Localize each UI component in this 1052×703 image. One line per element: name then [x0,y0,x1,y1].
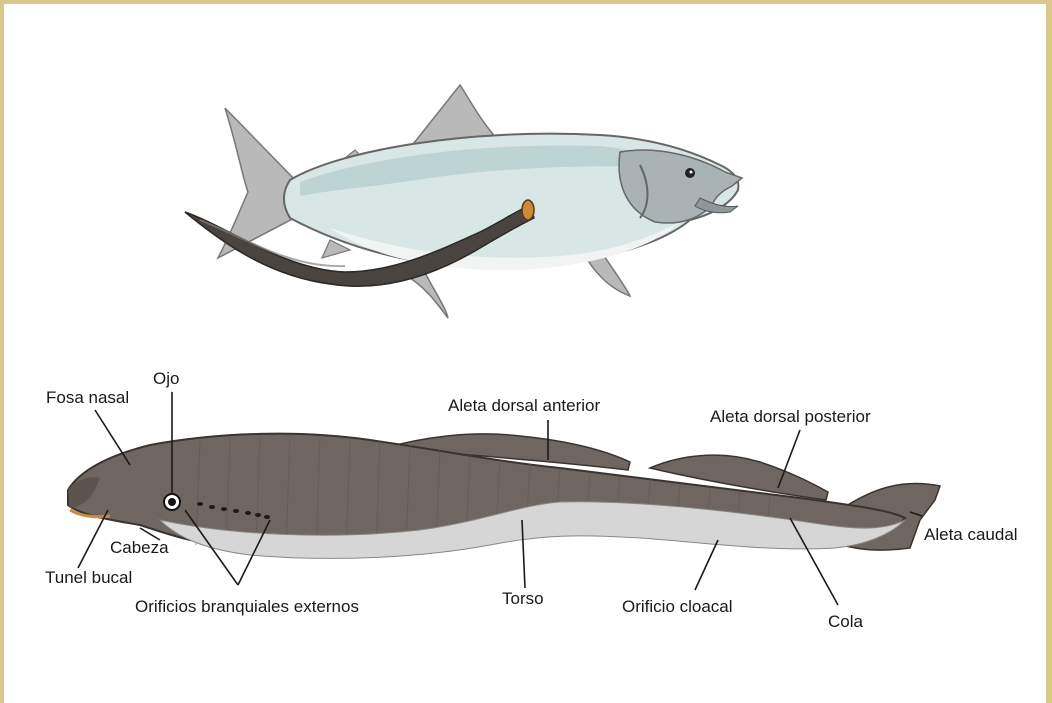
label-aleta-dorsal-anterior: Aleta dorsal anterior [448,396,600,415]
label-aleta-dorsal-posterior: Aleta dorsal posterior [710,407,871,426]
host-fish-illustration [218,85,742,318]
label-tunel-bucal: Tunel bucal [45,568,132,587]
label-cola: Cola [828,612,864,631]
label-cabeza: Cabeza [110,538,169,557]
label-fosa-nasal: Fosa nasal [46,388,129,407]
label-orificio-cloacal: Orificio cloacal [622,597,733,616]
label-orificios-branquiales: Orificios branquiales externos [135,597,359,616]
label-aleta-caudal: Aleta caudal [924,525,1018,544]
label-torso: Torso [502,589,544,608]
label-ojo: Ojo [153,369,179,388]
lamprey-anatomy-illustration [68,434,940,559]
